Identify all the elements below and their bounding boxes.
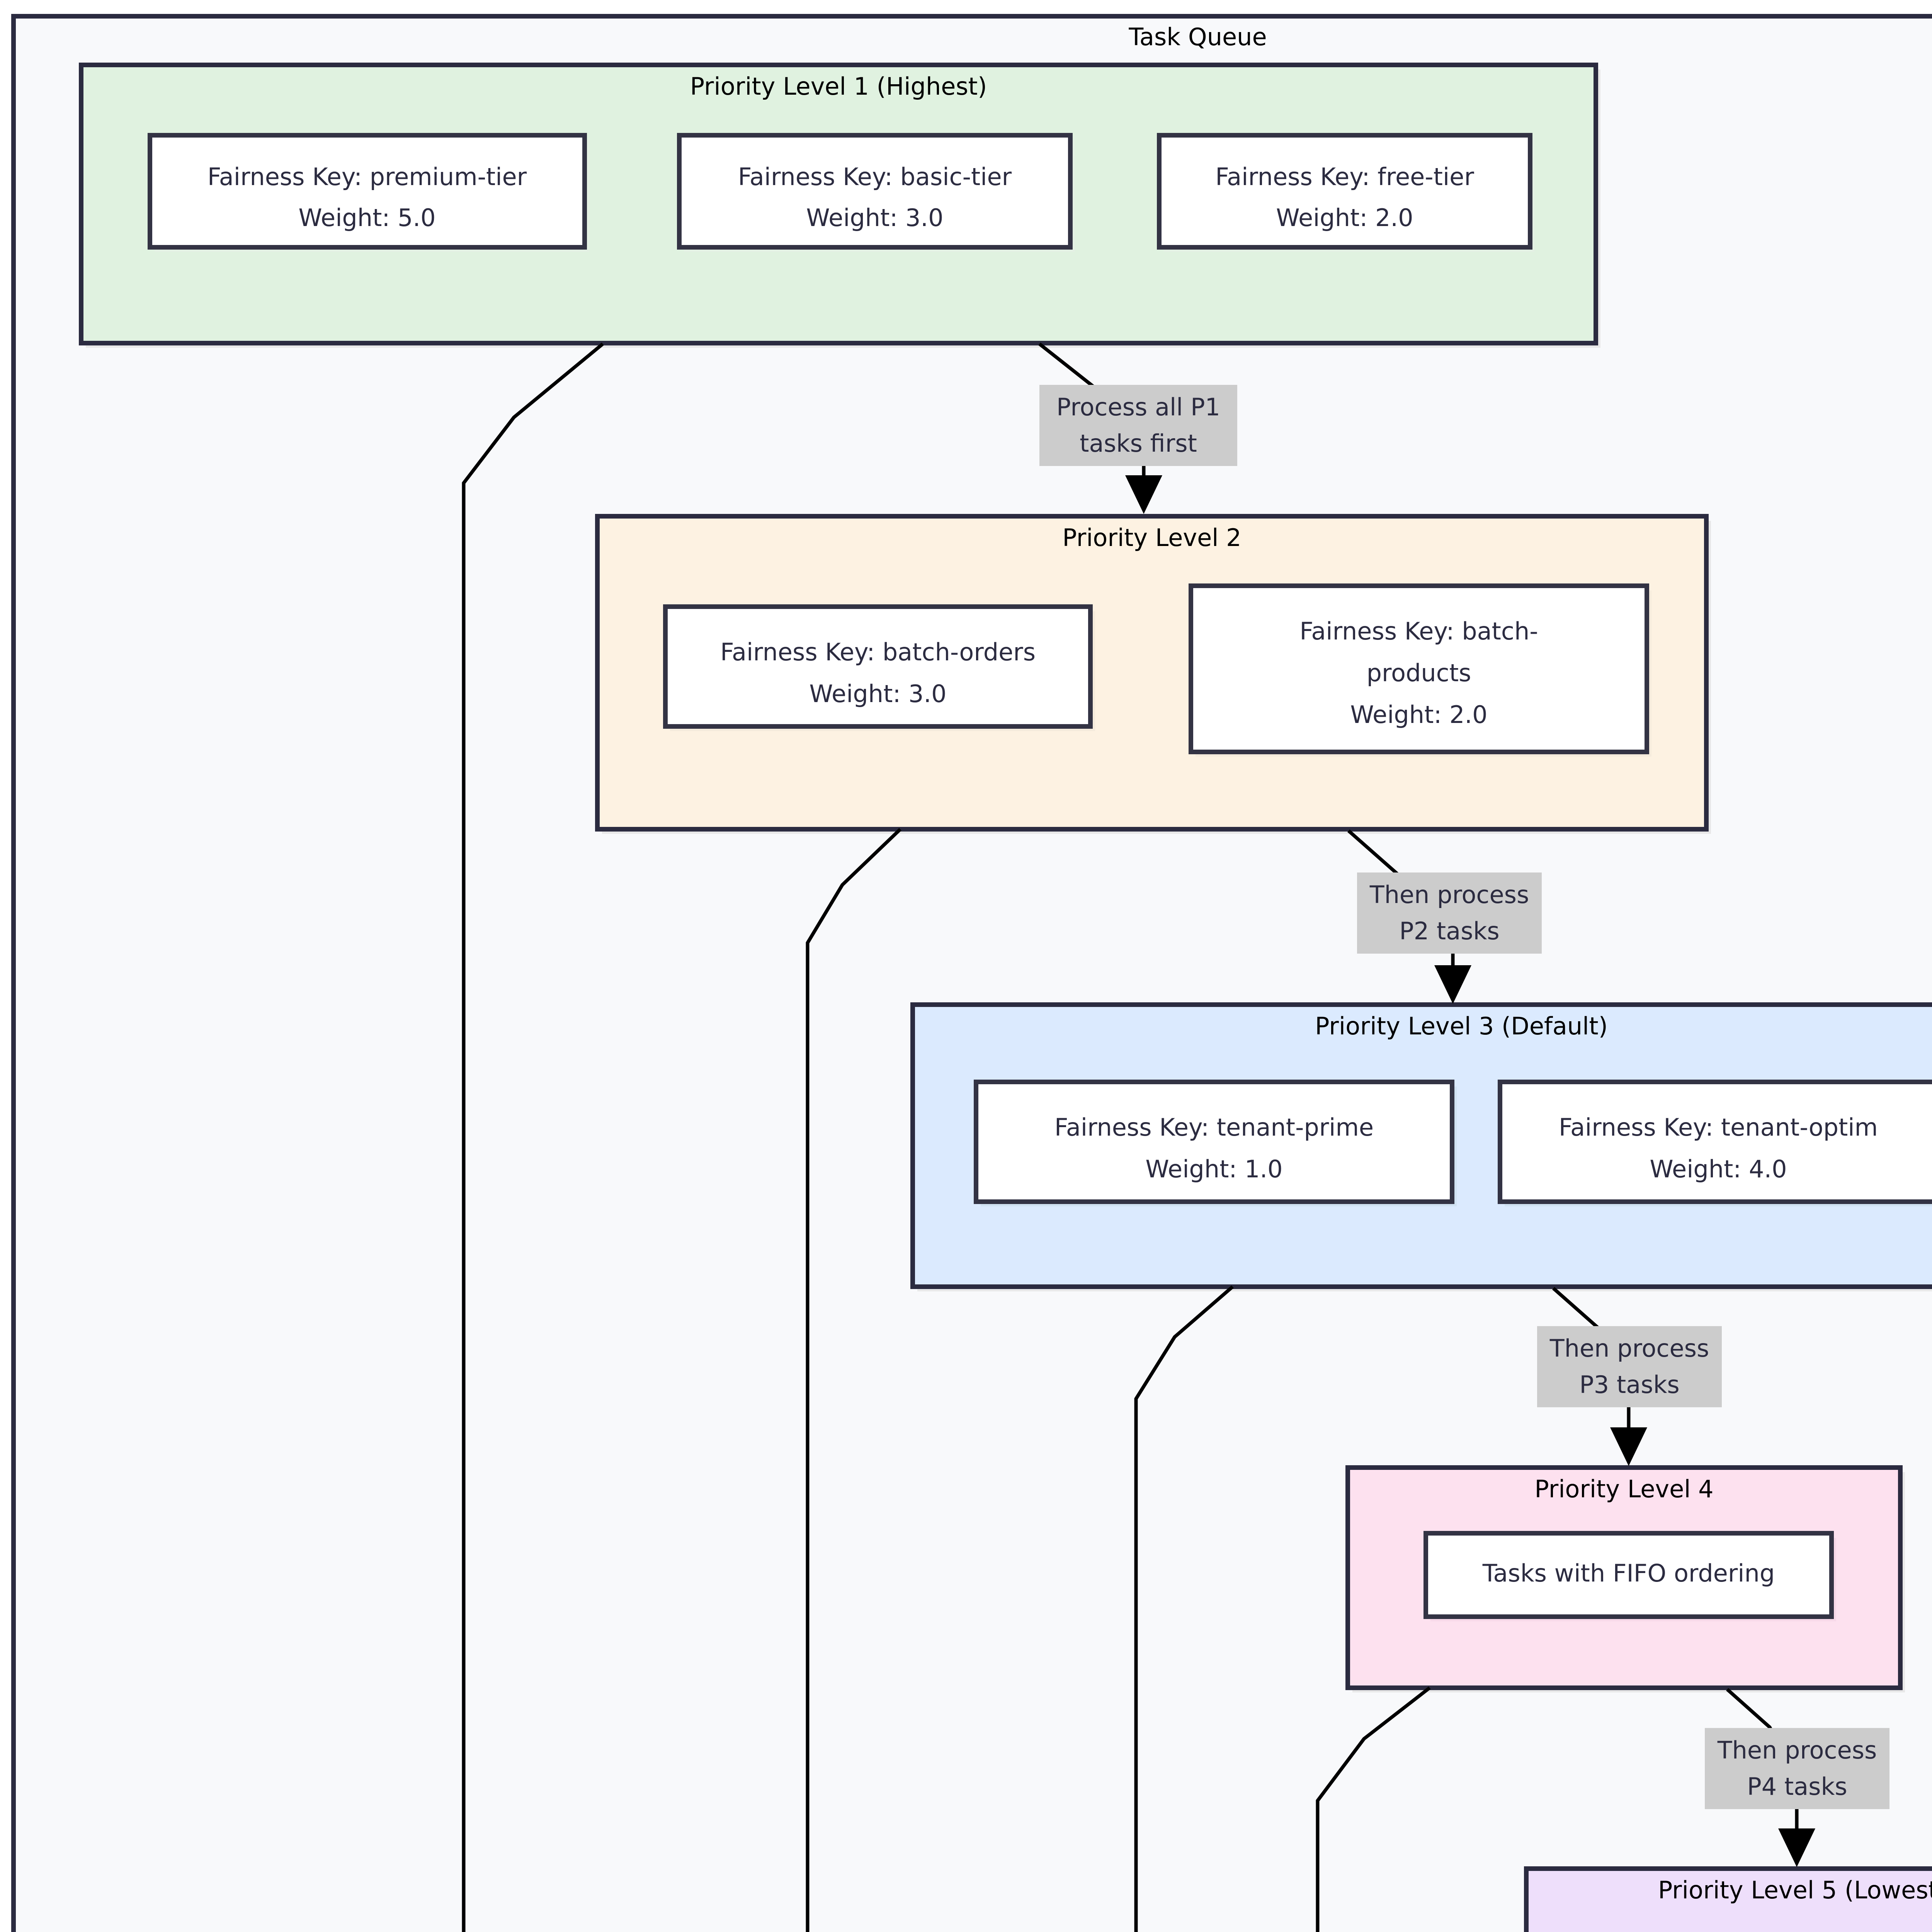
node-p3b-rect <box>1498 1080 1932 1204</box>
node-p4a-rect <box>1423 1531 1834 1619</box>
node-p3b-line1: Fairness Key: tenant-optim <box>1559 1113 1878 1141</box>
edge-label-e3-bg <box>1537 1326 1722 1407</box>
node-p2b-rect <box>1189 583 1649 754</box>
edge-label-e4: Then process P4 tasks <box>1705 1728 1889 1809</box>
edge-label-e2-line1: Then process <box>1369 881 1529 909</box>
subgraph-p5-label: Priority Level 5 (Lowest) <box>1658 1876 1932 1904</box>
subgraph-p3-label: Priority Level 3 (Default) <box>1315 1012 1608 1040</box>
node-p1b-rect <box>677 133 1073 250</box>
node-p2b-line3: Weight: 2.0 <box>1350 701 1487 729</box>
edge-p2-to-workers <box>806 828 902 1932</box>
node-p2a[interactable]: Fairness Key: batch-orders Weight: 3.0 <box>663 604 1095 731</box>
node-p1c-line1: Fairness Key: free-tier <box>1215 163 1474 191</box>
edge-label-e2: Then process P2 tasks <box>1357 872 1542 954</box>
node-p3a-line1: Fairness Key: tenant-prime <box>1054 1113 1374 1141</box>
node-p3a-line2: Weight: 1.0 <box>1145 1155 1282 1183</box>
node-p1c[interactable]: Fairness Key: free-tier Weight: 2.0 <box>1157 133 1535 252</box>
node-p4a-line1: Tasks with FIFO ordering <box>1482 1559 1775 1587</box>
node-p2a-line2: Weight: 3.0 <box>809 680 946 708</box>
node-p2a-line1: Fairness Key: batch-orders <box>720 638 1036 666</box>
edge-label-e2-bg <box>1357 872 1542 954</box>
edge-label-e1-line2: tasks first <box>1080 429 1197 457</box>
node-p3b[interactable]: Fairness Key: tenant-optim Weight: 4.0 <box>1498 1080 1932 1206</box>
subgraph-p5-rect <box>1524 1866 1932 1932</box>
edge-label-e4-bg <box>1705 1728 1889 1809</box>
node-p1c-line2: Weight: 2.0 <box>1276 204 1413 232</box>
node-p1b-line2: Weight: 3.0 <box>806 204 943 232</box>
node-p2b[interactable]: Fairness Key: batch- products Weight: 2.… <box>1189 583 1651 757</box>
node-p1a-line2: Weight: 5.0 <box>298 204 435 232</box>
node-p4a[interactable]: Tasks with FIFO ordering <box>1423 1531 1836 1621</box>
edge-label-e1-line1: Process all P1 <box>1056 393 1220 421</box>
root-container-label: Task Queue <box>1128 23 1267 51</box>
node-p1b-line1: Fairness Key: basic-tier <box>738 163 1012 191</box>
subgraph-p4-label: Priority Level 4 <box>1534 1475 1713 1503</box>
node-p2b-line2: products <box>1367 659 1471 687</box>
edge-label-e3-line1: Then process <box>1549 1334 1709 1362</box>
node-p2b-line1: Fairness Key: batch- <box>1299 617 1538 645</box>
node-p3a-rect <box>974 1080 1454 1204</box>
node-p2a-rect <box>663 604 1093 729</box>
edge-p1-to-workers <box>462 342 604 1932</box>
edge-label-e3: Then process P3 tasks <box>1537 1326 1722 1407</box>
edge-p4-to-workers <box>1316 1686 1431 1932</box>
subgraph-p1-label: Priority Level 1 (Highest) <box>690 72 987 100</box>
subgraph-priority-level-3: Priority Level 3 (Default) Fairness Key:… <box>910 1002 1932 1291</box>
node-p1a-rect <box>148 133 587 250</box>
node-p3b-line2: Weight: 4.0 <box>1650 1155 1787 1183</box>
subgraph-priority-level-5: Priority Level 5 (Lowest) Tasks with FIF… <box>1524 1866 1932 1932</box>
subgraph-priority-level-4: Priority Level 4 Tasks with FIFO orderin… <box>1345 1465 1905 1692</box>
subgraph-priority-level-1: Priority Level 1 (Highest) Fairness Key:… <box>79 63 1600 348</box>
node-p1a[interactable]: Fairness Key: premium-tier Weight: 5.0 <box>148 133 589 252</box>
edge-label-e1: Process all P1 tasks first <box>1039 385 1237 466</box>
edge-label-e3-line2: P3 tasks <box>1579 1371 1679 1399</box>
node-p1c-rect <box>1157 133 1532 250</box>
edge-p3-to-workers <box>1134 1285 1234 1932</box>
node-p1b[interactable]: Fairness Key: basic-tier Weight: 3.0 <box>677 133 1075 252</box>
edge-label-e4-line2: P4 tasks <box>1747 1772 1847 1801</box>
edge-label-e4-line1: Then process <box>1717 1736 1877 1764</box>
edge-label-e1-bg <box>1039 385 1237 466</box>
subgraph-p2-label: Priority Level 2 <box>1062 524 1241 552</box>
subgraph-priority-level-2: Priority Level 2 Fairness Key: batch-ord… <box>595 514 1711 834</box>
edge-label-e2-line2: P2 tasks <box>1399 917 1499 945</box>
node-p3a[interactable]: Fairness Key: tenant-prime Weight: 1.0 <box>974 1080 1457 1206</box>
node-p1a-line1: Fairness Key: premium-tier <box>207 163 527 191</box>
